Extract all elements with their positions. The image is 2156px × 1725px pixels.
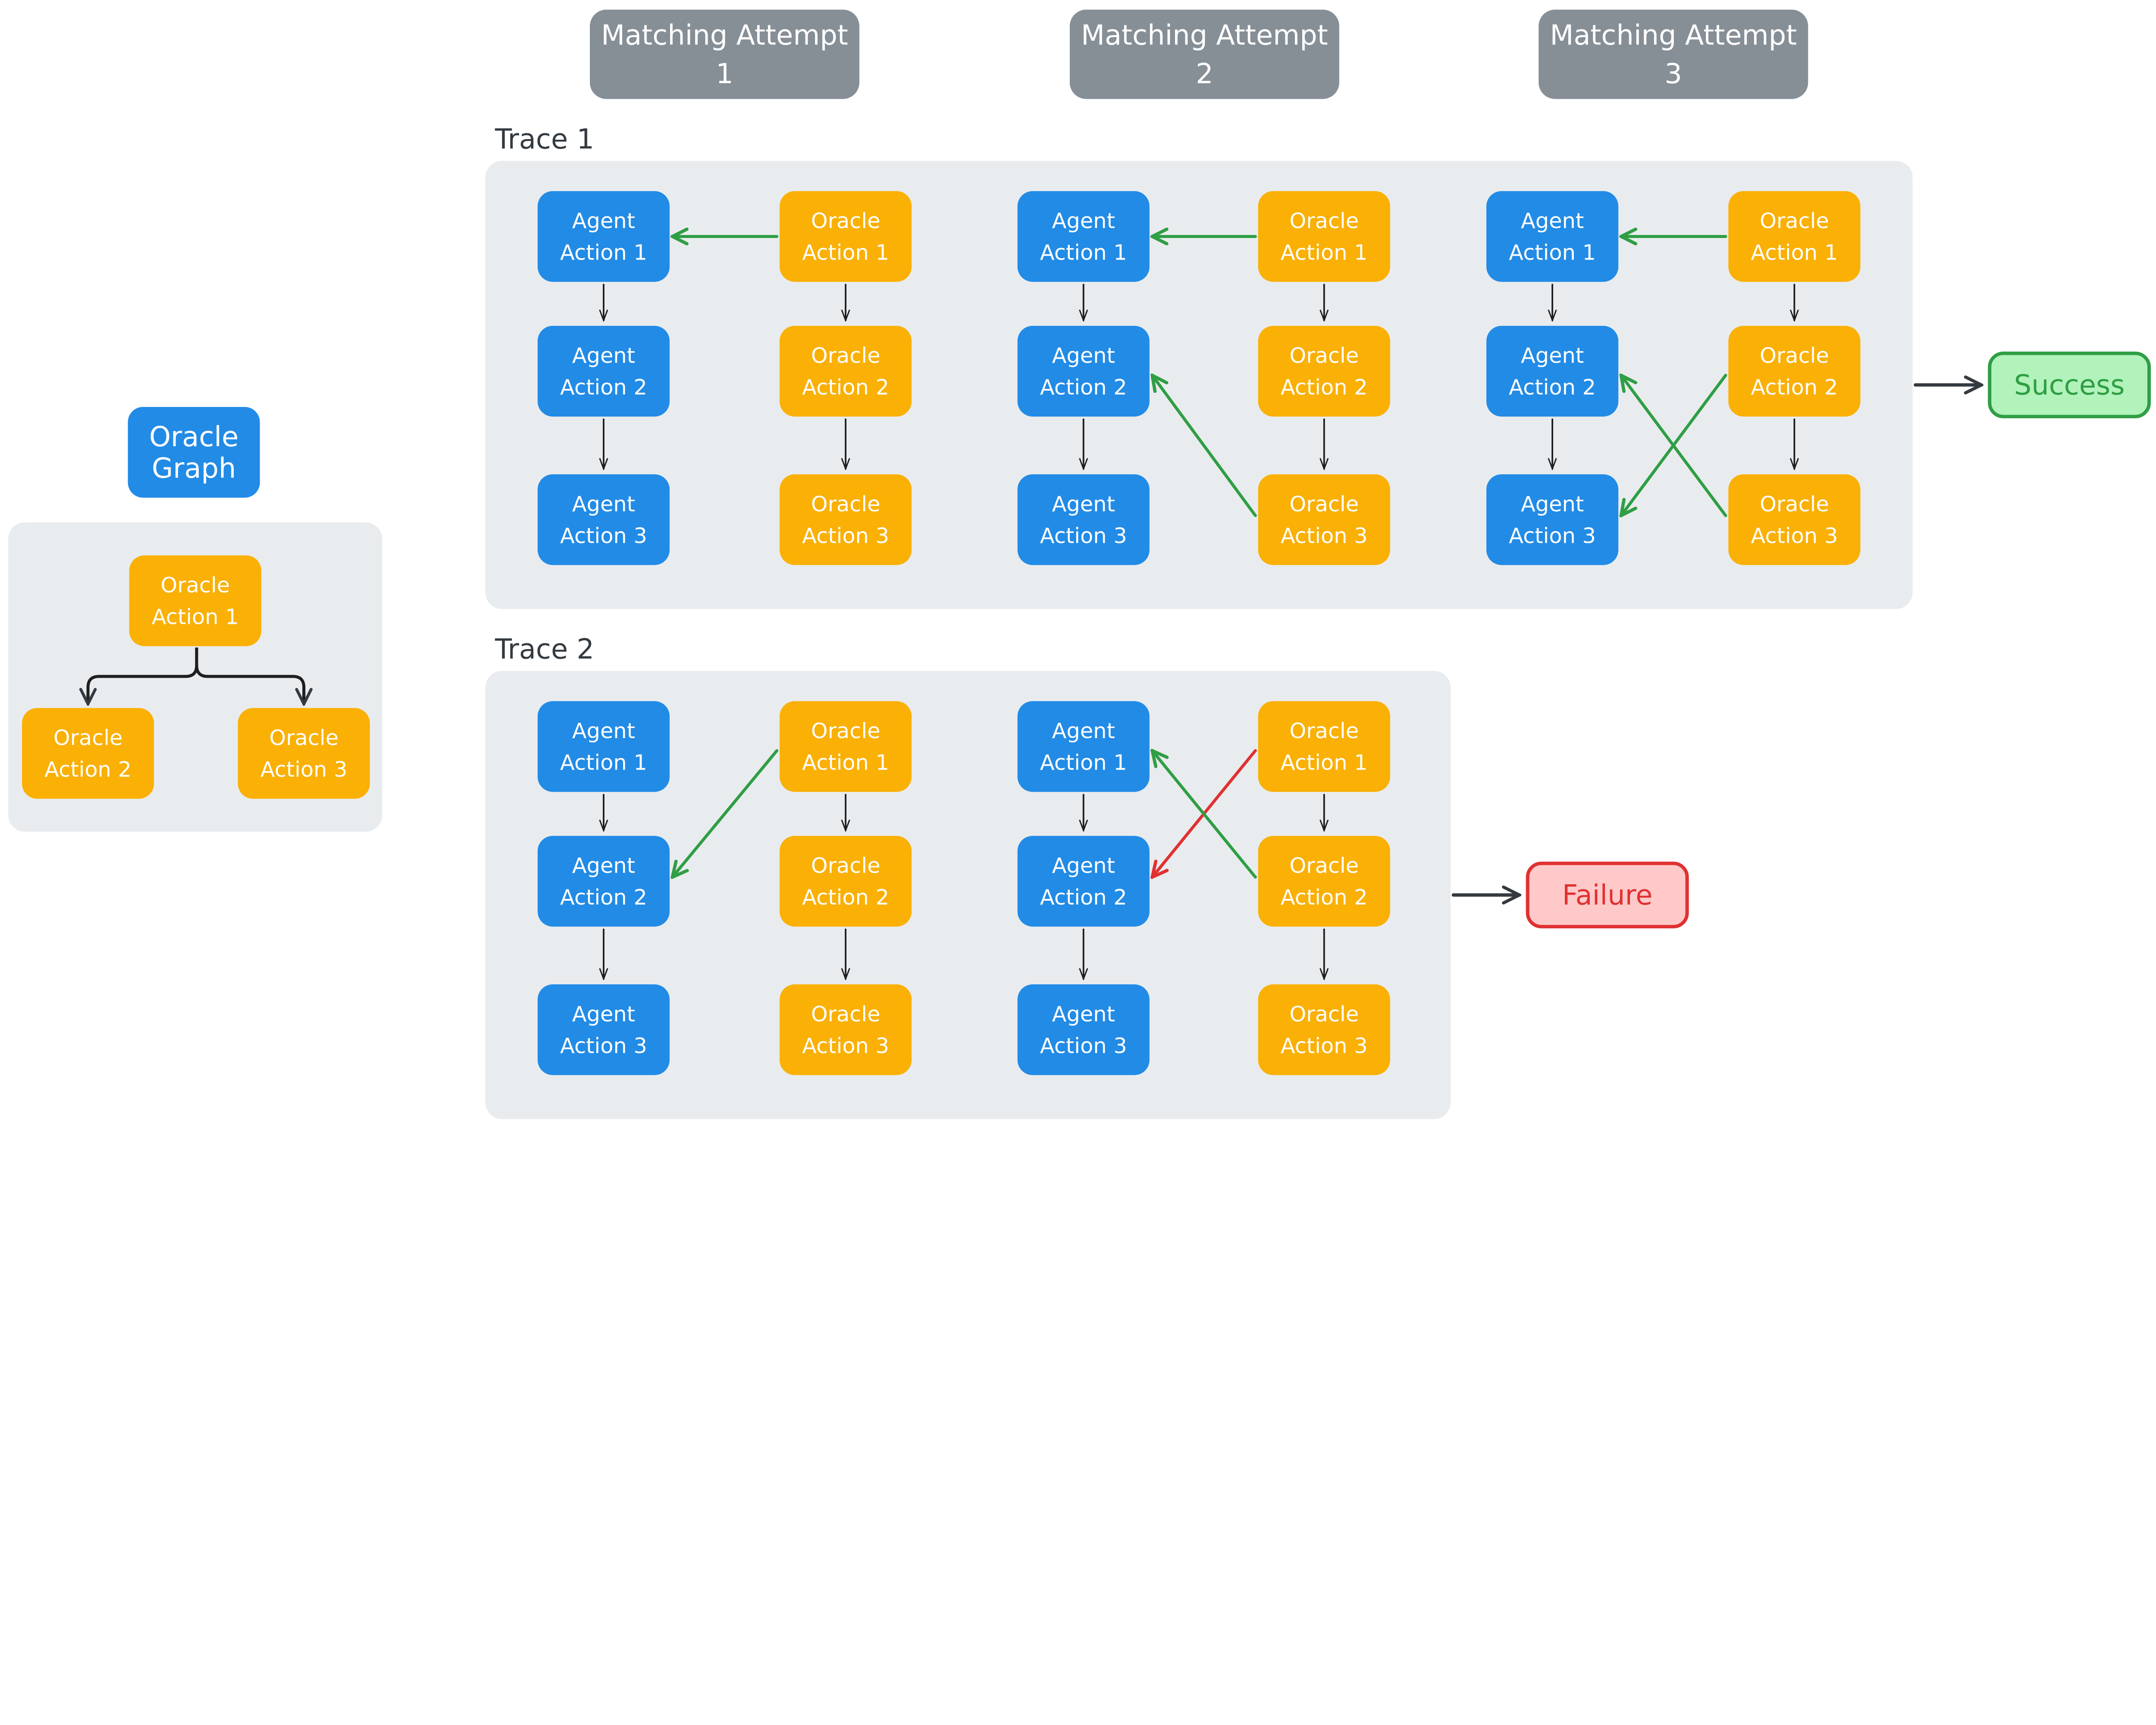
trace-1-attempt-1-agent-action-2-box	[537, 326, 670, 417]
trace-2-result-label: Failure	[1562, 880, 1653, 911]
trace-1-attempt-3-agent-action-2-box	[1486, 326, 1619, 417]
trace-1-attempt-2-oracle-action-1-box	[1258, 191, 1390, 282]
trace-2-attempt-1-match-oracle-1-agent-2	[672, 749, 779, 877]
trace-2-attempt-2-oracle-action-3-box	[1258, 984, 1390, 1075]
trace-2-attempt-2-match-oracle-2-agent-1	[1152, 751, 1257, 879]
trace-1-attempt-3-agent-action-3-box	[1486, 474, 1619, 565]
trace-2-attempt-1-oracle-action-2-box	[780, 836, 912, 927]
oracle-graph-node-1-box	[129, 555, 261, 646]
trace-1-attempt-2-agent-action-2-box	[1017, 326, 1150, 417]
trace-1-attempt-3-match-oracle-3-agent-2	[1621, 376, 1727, 517]
trace-1-result-box	[1988, 351, 2151, 419]
trace-2-attempt-1-oracle-action-1-box	[780, 701, 912, 792]
trace-1-result-label: Success	[2014, 369, 2125, 401]
oracle-graph-node-2-box	[22, 708, 154, 799]
trace-2-result-box	[1526, 861, 1689, 929]
trace-1-attempt-2-agent-action-1-box	[1017, 191, 1150, 282]
trace-1-attempt-2-agent-action-3-box	[1017, 474, 1150, 565]
trace-2-attempt-1-agent-action-1-box	[537, 701, 670, 792]
oracle-graph-edge-1-3	[195, 665, 304, 704]
trace-1-attempt-3-oracle-action-3-box	[1728, 474, 1861, 565]
trace-2-attempt-2-oracle-action-2-box	[1258, 836, 1390, 927]
trace-1-attempt-1-agent-action-1-box	[537, 191, 670, 282]
trace-panel-2	[485, 671, 1451, 1119]
trace-panel-1	[485, 161, 1913, 609]
trace-2-attempt-2-agent-action-1-box	[1017, 701, 1150, 792]
oracle-graph-title-box	[128, 407, 260, 498]
trace-label-1: Trace 1	[495, 123, 594, 155]
trace-1-attempt-3-agent-action-1-box	[1486, 191, 1619, 282]
trace-2-attempt-2-agent-action-3-box	[1017, 984, 1150, 1075]
trace-2-attempt-2-oracle-action-1-box	[1258, 701, 1390, 792]
trace-1-attempt-2-oracle-action-2-box	[1258, 326, 1390, 417]
trace-2-attempt-1-oracle-action-3-box	[780, 984, 912, 1075]
trace-1-attempt-1-oracle-action-1-box	[780, 191, 912, 282]
attempt-header-3	[1539, 9, 1808, 99]
attempt-header-2	[1069, 9, 1339, 99]
trace-2-attempt-1-agent-action-3-box	[537, 984, 670, 1075]
trace-1-attempt-1-oracle-action-2-box	[780, 326, 912, 417]
trace-1-attempt-2-match-oracle-3-agent-2	[1152, 376, 1257, 517]
trace-1-attempt-1-oracle-action-3-box	[780, 474, 912, 565]
trace-label-2: Trace 2	[495, 633, 594, 665]
trace-1-attempt-3-oracle-action-2-box	[1728, 326, 1861, 417]
trace-2-attempt-1-agent-action-2-box	[537, 836, 670, 927]
trace-2-attempt-2-agent-action-2-box	[1017, 836, 1150, 927]
trace-1-attempt-3-oracle-action-1-box	[1728, 191, 1861, 282]
attempt-header-1	[589, 9, 859, 99]
trace-1-attempt-2-oracle-action-3-box	[1258, 474, 1390, 565]
oracle-graph-node-3-box	[238, 708, 370, 799]
trace-1-attempt-1-agent-action-3-box	[537, 474, 670, 565]
